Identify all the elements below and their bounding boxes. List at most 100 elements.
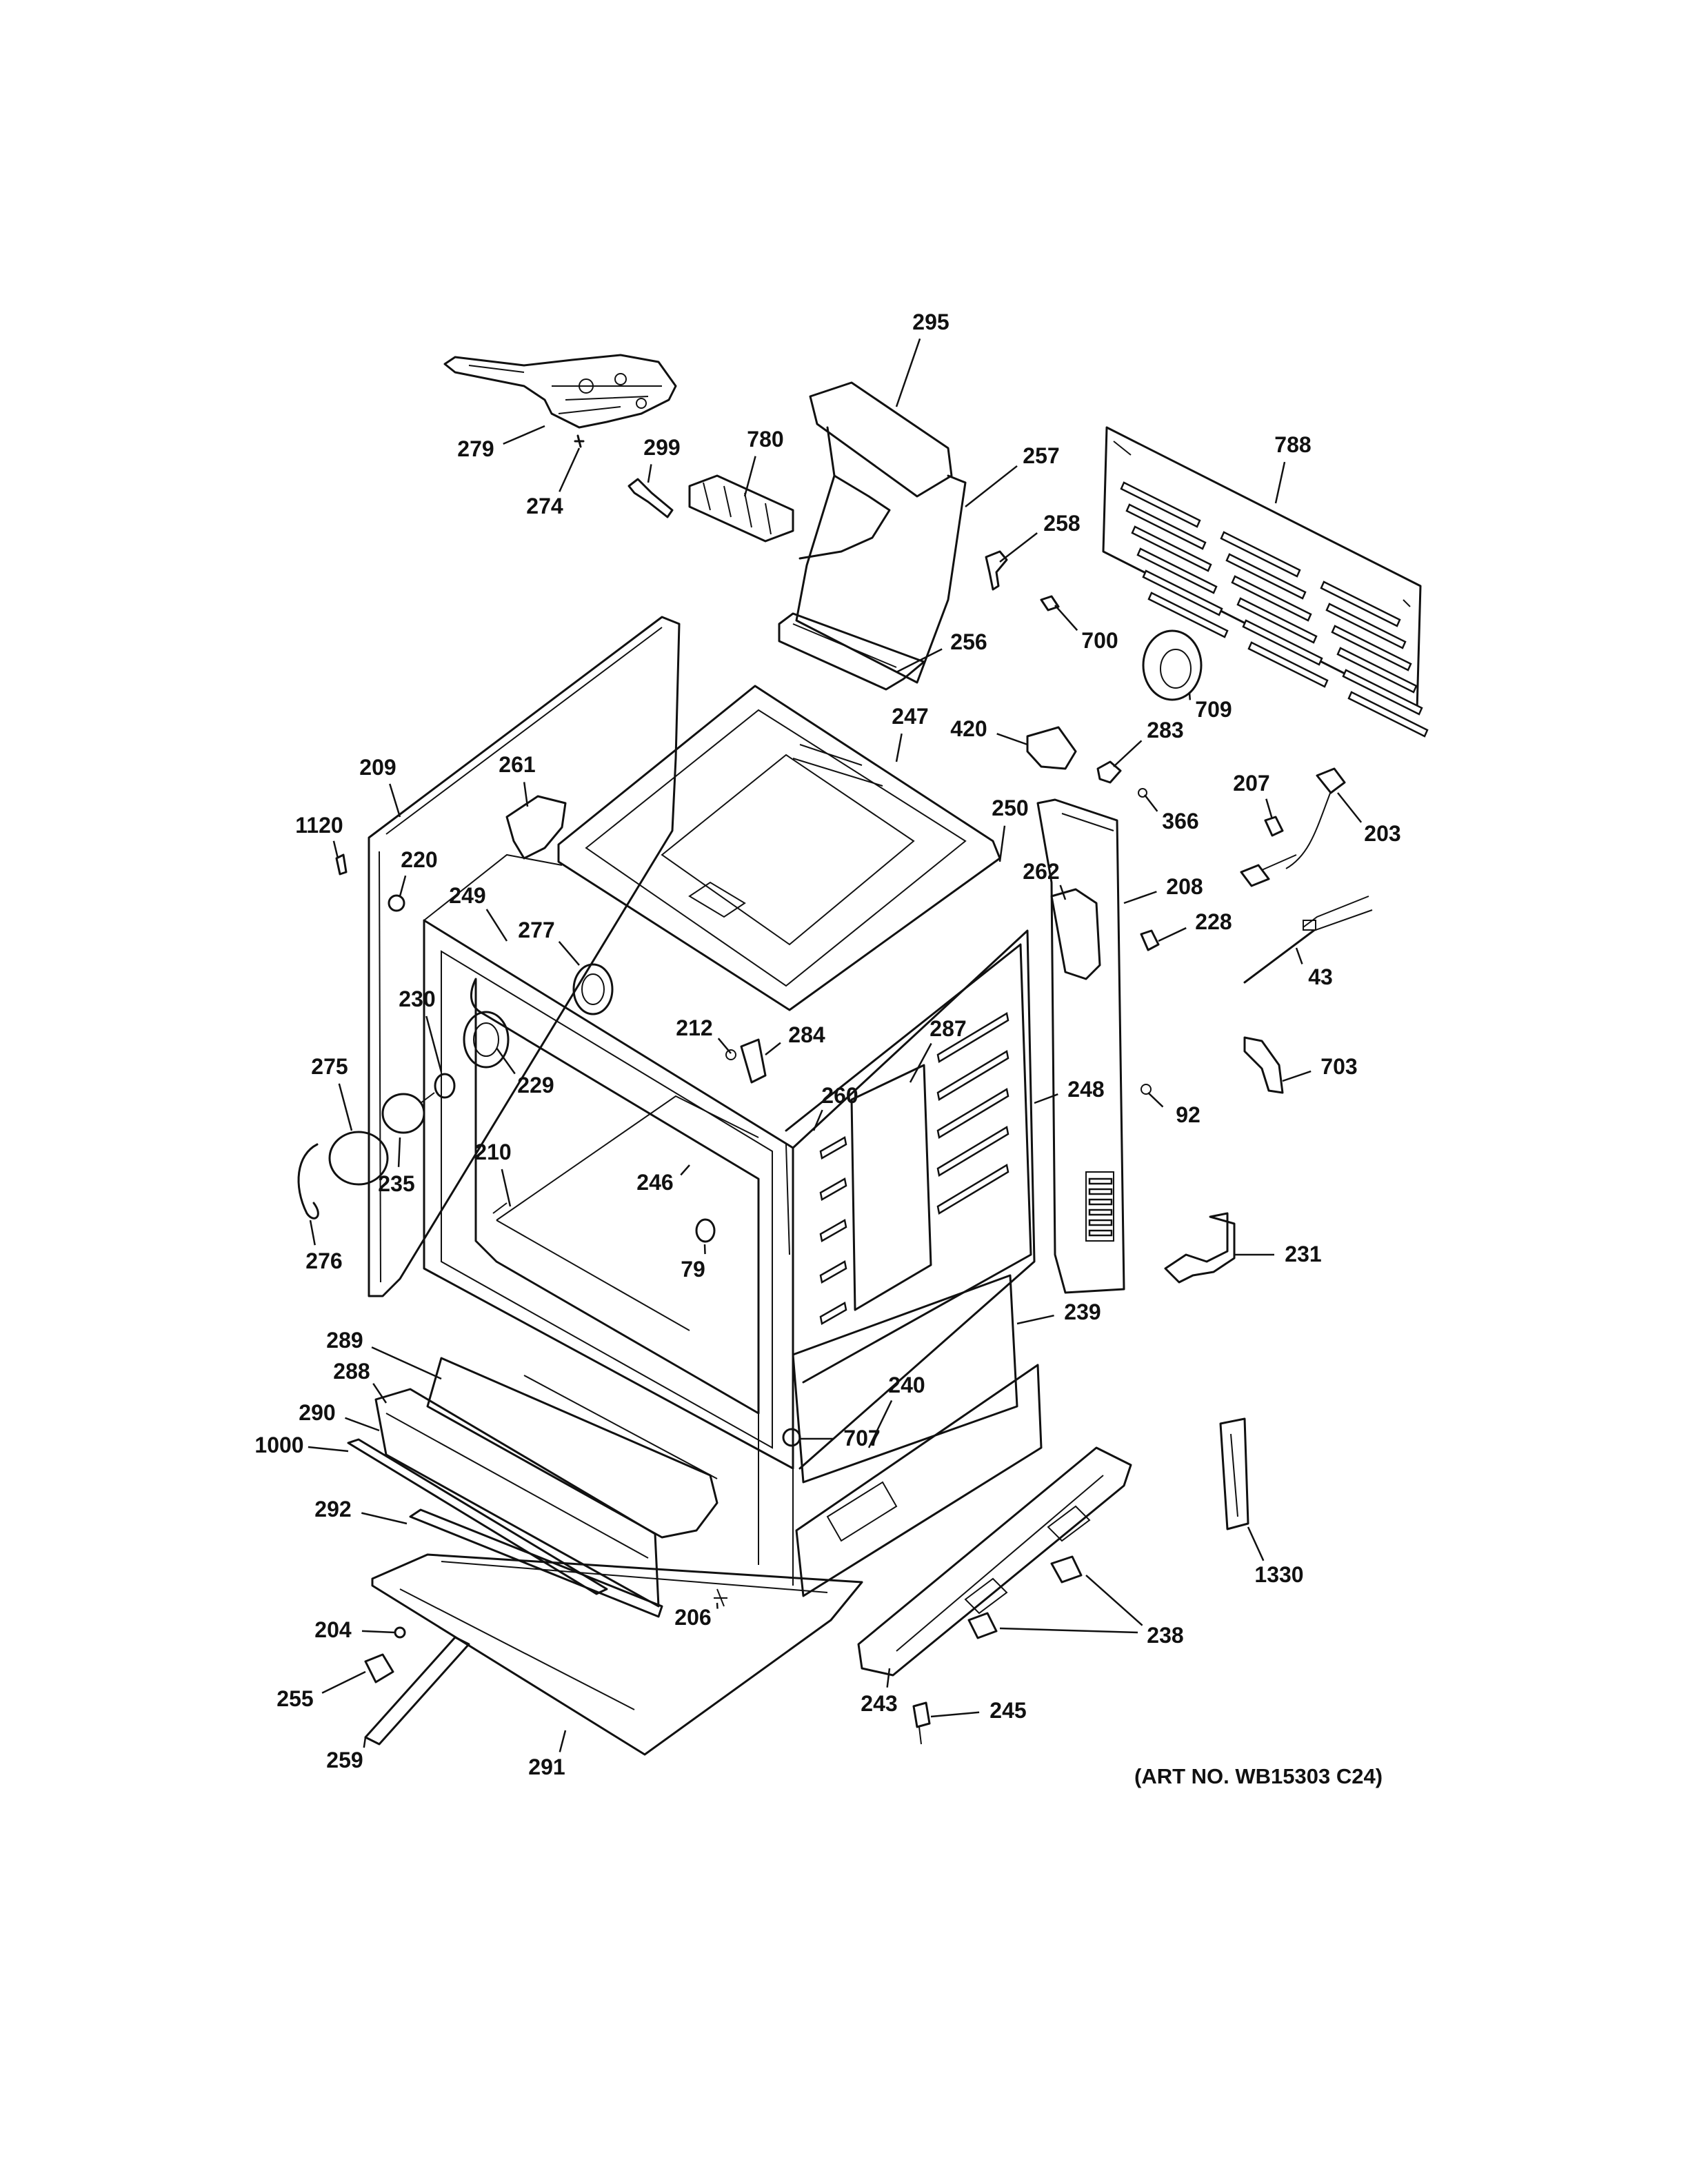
part-703-heat-shield (1243, 1036, 1284, 1094)
part-246-oven-cavity (423, 853, 1036, 1586)
callout-276: 276 (305, 1248, 342, 1273)
leader-line-249 (485, 909, 508, 942)
part-277-port (572, 963, 614, 1015)
callout-262: 262 (1023, 859, 1059, 884)
callout-709: 709 (1195, 697, 1232, 722)
callout-1330: 1330 (1254, 1562, 1303, 1587)
leader-line-284 (765, 1042, 781, 1055)
part-1330-bracket (1219, 1417, 1249, 1530)
leader-line-230 (425, 1015, 443, 1073)
part-231-bracket (1164, 1212, 1236, 1284)
callout-79: 79 (681, 1257, 705, 1282)
leader-line-291 (559, 1730, 567, 1752)
leader-line-277 (558, 941, 580, 966)
leader-line-228 (1158, 927, 1187, 942)
part-279-latch-assembly (443, 354, 677, 429)
callout-256: 256 (950, 629, 987, 654)
side-panel-vents (1088, 1177, 1113, 1237)
leader-line-259 (363, 1737, 367, 1748)
part-245-leveler (912, 1701, 931, 1745)
part-274-spring (574, 434, 585, 448)
leader-line-260 (812, 1109, 823, 1131)
leader-line-207 (1265, 798, 1274, 820)
part-43-sensor (1243, 896, 1373, 984)
callout-203: 203 (1364, 821, 1400, 846)
part-79-plug (695, 1218, 716, 1243)
leader-line-204 (361, 1630, 396, 1634)
part-212-screw (725, 1049, 736, 1060)
callout-260: 260 (821, 1083, 858, 1108)
leader-line-1330 (1247, 1526, 1265, 1561)
leader-line-256 (896, 648, 943, 674)
callout-420: 420 (950, 716, 987, 741)
callout-788: 788 (1274, 432, 1311, 457)
callout-92: 92 (1176, 1102, 1200, 1127)
callout-258: 258 (1043, 511, 1080, 536)
callout-288: 288 (333, 1359, 370, 1384)
leader-line-43 (1295, 947, 1303, 964)
part-206-valve (714, 1588, 727, 1607)
part-420-cover (1026, 726, 1077, 770)
leader-line-420 (996, 733, 1028, 746)
callout-245: 245 (989, 1698, 1026, 1723)
leader-line-248 (1034, 1093, 1058, 1104)
part-230-lamp-socket (434, 1073, 456, 1099)
callout-240: 240 (888, 1373, 925, 1397)
part-707-grommet (782, 1428, 801, 1447)
callout-209: 209 (359, 755, 396, 780)
leader-line-709 (1188, 692, 1192, 700)
callout-247: 247 (892, 704, 928, 729)
part-247-top-panel (557, 685, 1001, 1011)
part-255-foot (364, 1653, 394, 1684)
part-228-clip (1140, 929, 1160, 951)
callout-230: 230 (399, 987, 435, 1011)
leader-line-210 (501, 1169, 512, 1207)
callout-261: 261 (499, 752, 535, 777)
leader-line-299 (647, 464, 652, 483)
part-229-lamp-housing (463, 1011, 510, 1069)
part-262-insulation (1050, 888, 1101, 980)
callout-243: 243 (861, 1691, 897, 1716)
part-275-lamp-cover (328, 1131, 389, 1186)
callout-299: 299 (643, 435, 680, 460)
part-240-lower-front-panel (795, 1364, 1043, 1597)
callout-43: 43 (1308, 964, 1333, 989)
leader-line-1000 (308, 1446, 349, 1453)
leader-line-208 (1123, 891, 1157, 904)
part-220-nut (388, 894, 405, 912)
callout-275: 275 (311, 1054, 348, 1079)
side-wall-louvers (819, 1012, 1009, 1325)
part-283-bracket (1096, 760, 1122, 784)
part-259-rail (364, 1636, 470, 1746)
leader-line-1120 (332, 840, 339, 859)
part-204-screw (394, 1626, 406, 1639)
leader-line-261 (523, 782, 529, 807)
leader-line-276 (309, 1220, 316, 1246)
callout-229: 229 (517, 1073, 554, 1098)
leader-line-287 (909, 1042, 932, 1083)
leader-line-257 (965, 465, 1018, 507)
part-287-side-wall (785, 943, 1032, 1384)
leader-line-209 (389, 783, 401, 818)
callout-284: 284 (788, 1022, 825, 1047)
leader-line-243 (886, 1668, 891, 1688)
leader-line-250 (998, 825, 1006, 862)
leader-line-292 (361, 1512, 408, 1525)
leader-line-240 (867, 1399, 893, 1448)
callout-255: 255 (277, 1686, 313, 1711)
callout-295: 295 (912, 310, 949, 334)
rear-panel-louvers (1120, 481, 1429, 738)
leader-line-235 (397, 1137, 401, 1167)
leader-line-220 (399, 875, 407, 897)
leader-line-245 (930, 1711, 980, 1718)
part-210-seal (492, 1202, 508, 1214)
leader-line-92 (1147, 1092, 1164, 1108)
part-260-strip (785, 1144, 790, 1255)
callout-703: 703 (1320, 1054, 1357, 1079)
leader-line-239 (1016, 1314, 1054, 1325)
leader-line-229 (495, 1047, 516, 1075)
leader-line-206 (716, 1602, 719, 1609)
part-289-drawer-pan (426, 1357, 719, 1539)
callout-248: 248 (1067, 1077, 1104, 1102)
